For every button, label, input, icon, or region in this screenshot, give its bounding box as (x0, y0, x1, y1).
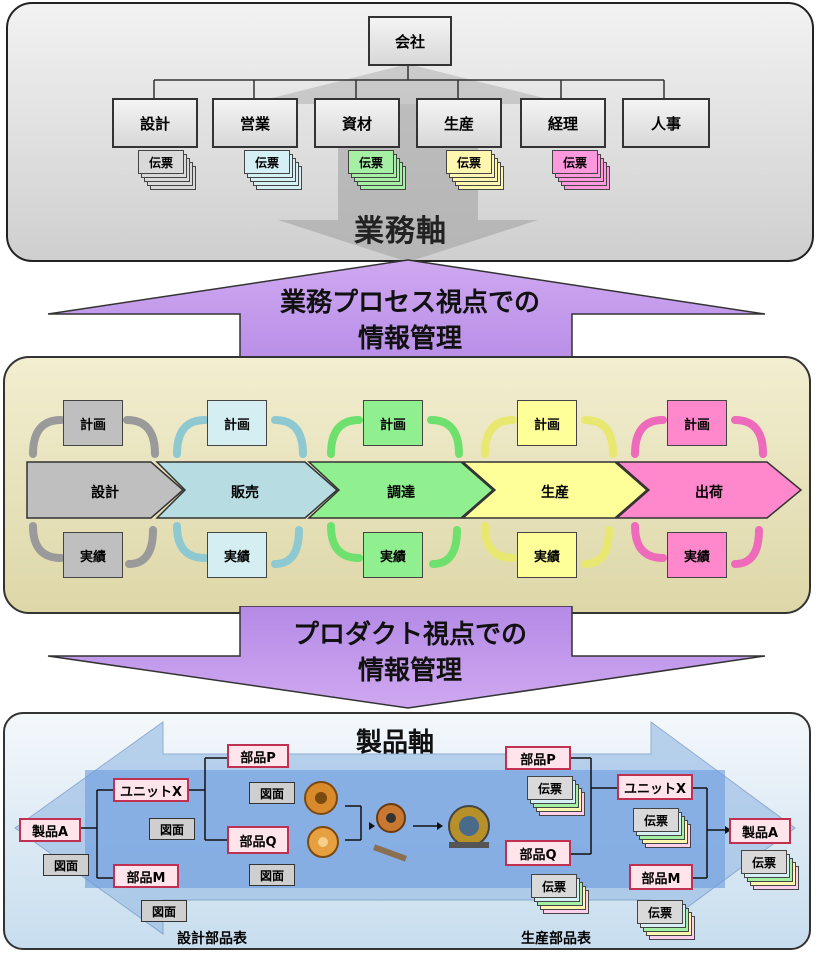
slip-stack-part-q: 伝票 (531, 874, 591, 920)
stage-production: 生産 (541, 485, 569, 501)
design-part-p-drawing: 図面 (249, 782, 295, 804)
gear-icon (304, 781, 338, 815)
production-unit-x: ユニットX (617, 774, 693, 800)
design-part-q: 部品Q (227, 826, 289, 854)
business-process-label-line1: 業務プロセス視点での (279, 288, 540, 318)
design-product-a: 製品A (19, 818, 81, 842)
slip-label: 伝票 (637, 900, 683, 924)
business-process-panel: 計画 計画 計画 計画 計画 設計 販売 調達 生産 出荷 実績 実績 実績 実… (3, 356, 811, 614)
production-part-p: 部品P (505, 746, 571, 770)
brake-icon (376, 803, 406, 833)
plan-doc-shipping: 計画 (667, 400, 727, 446)
slip-label: 伝票 (348, 150, 394, 174)
production-bom-label: 生産部品表 (521, 931, 591, 947)
slip-label: 伝票 (446, 150, 492, 174)
org-dept-sales: 営業 (212, 98, 298, 148)
slip-label: 伝票 (138, 150, 184, 174)
actual-doc-production: 実績 (517, 532, 577, 578)
shaft-icon (372, 844, 408, 862)
slip-label: 伝票 (633, 808, 679, 832)
product-axis-label: 製品軸 (355, 728, 434, 758)
slip-label: 伝票 (741, 850, 787, 874)
plan-doc-sales: 計画 (207, 400, 267, 446)
plan-doc-production: 計画 (517, 400, 577, 446)
actual-doc-design: 実績 (63, 532, 123, 578)
plan-doc-procurement: 計画 (363, 400, 423, 446)
design-bom-label: 設計部品表 (177, 931, 247, 947)
disc-icon (307, 826, 339, 858)
business-axis-label: 業務軸 (354, 214, 447, 249)
slip-stack-part-p: 伝票 (527, 776, 587, 822)
design-product-drawing: 図面 (43, 854, 89, 876)
design-part-q-drawing: 図面 (249, 864, 295, 886)
org-dept-design: 設計 (112, 98, 198, 148)
slip-label: 伝票 (244, 150, 290, 174)
slip-stack-design: 伝票 (138, 150, 198, 196)
design-part-p: 部品P (227, 744, 289, 768)
slip-stack-accounting: 伝票 (552, 150, 612, 196)
slip-stack-production: 伝票 (446, 150, 506, 196)
design-unit-drawing: 図面 (149, 818, 195, 840)
slip-label: 伝票 (552, 150, 598, 174)
design-part-m: 部品M (113, 864, 179, 888)
actual-doc-shipping: 実績 (667, 532, 727, 578)
stage-design: 設計 (91, 485, 119, 501)
stage-shipping: 出荷 (695, 485, 723, 501)
product-view-label-line2: 情報管理 (357, 656, 462, 686)
slip-label: 伝票 (531, 874, 577, 898)
slip-label: 伝票 (527, 776, 573, 800)
plan-doc-design: 計画 (63, 400, 123, 446)
org-dept-materials: 資材 (314, 98, 400, 148)
org-dept-production: 生産 (416, 98, 502, 148)
business-process-arrow (47, 259, 766, 378)
production-part-q: 部品Q (505, 840, 571, 866)
slip-stack-product-a: 伝票 (741, 850, 801, 896)
slip-stack-sales: 伝票 (244, 150, 304, 196)
process-flow (26, 416, 803, 568)
slip-stack-unit-x: 伝票 (633, 808, 693, 854)
org-dept-accounting: 経理 (520, 98, 606, 148)
product-axis-panel: 製品軸 製品A 図面 ユニットX 図面 部品M 図面 部品P 図面 部品Q 図面… (3, 712, 811, 950)
actual-doc-sales: 実績 (207, 532, 267, 578)
org-dept-hr: 人事 (622, 98, 710, 148)
product-view-arrow (47, 606, 766, 709)
stage-sales: 販売 (231, 485, 259, 501)
business-axis-panel: 会社 設計 営業 資材 生産 経理 人事 伝票 伝票 伝票 伝票 伝票 (6, 2, 814, 262)
design-part-m-drawing: 図面 (141, 900, 187, 922)
production-product-a: 製品A (729, 818, 791, 844)
org-company-box: 会社 (368, 16, 452, 66)
actual-doc-procurement: 実績 (363, 532, 423, 578)
business-process-label-line2: 情報管理 (357, 324, 462, 354)
production-part-m: 部品M (629, 864, 693, 890)
stage-procurement: 調達 (387, 485, 415, 501)
slip-stack-materials: 伝票 (348, 150, 408, 196)
design-unit-x: ユニットX (113, 778, 189, 802)
slip-stack-part-m: 伝票 (637, 900, 697, 946)
product-view-label-line1: プロダクト視点での (292, 620, 527, 650)
assembly-icon (448, 805, 490, 848)
